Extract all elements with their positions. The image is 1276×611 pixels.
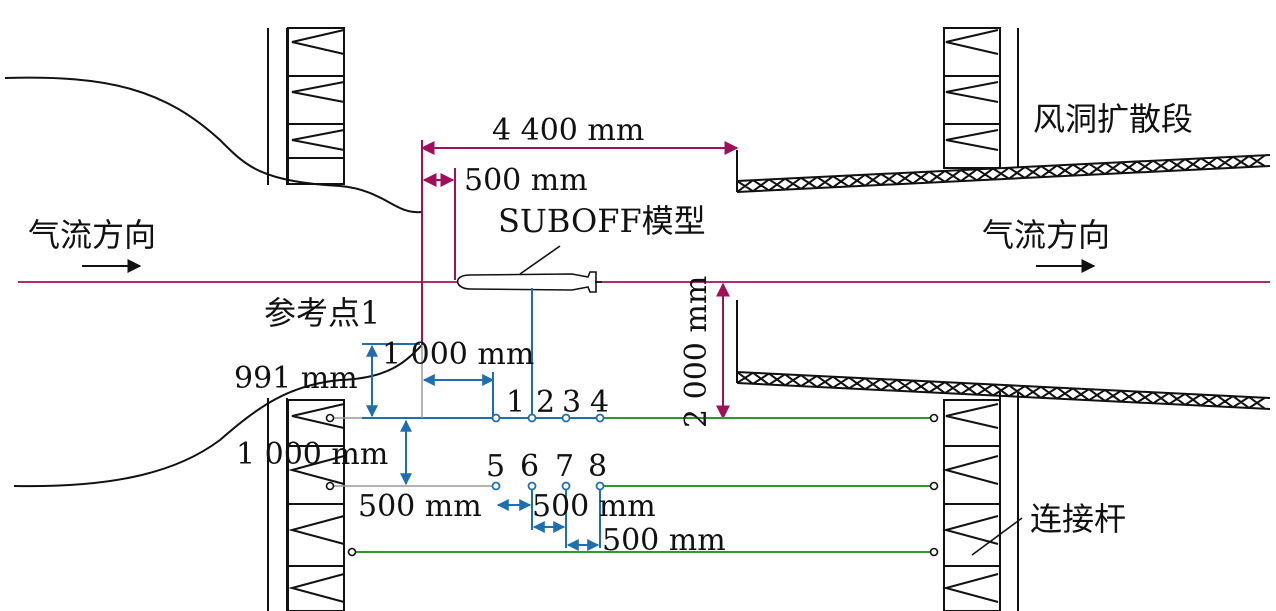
dim-height-2000: 2 000 mm (679, 276, 714, 428)
suboff-model (456, 245, 602, 293)
probe-label-4: 4 (590, 385, 609, 420)
probe-6 (527, 481, 537, 491)
left-upper-wall (267, 27, 345, 185)
lower-contraction-contour (13, 344, 423, 488)
dim-991: 991 mm (234, 361, 358, 396)
dim-offset-500: 500 mm (464, 163, 588, 198)
probe-label-5: 5 (486, 449, 505, 484)
probe-circles (491, 413, 605, 491)
lower-diffuser-truss (736, 371, 1271, 410)
probe-dimensions (362, 288, 601, 551)
gray-reference-lines (330, 345, 493, 487)
model-label: SUBOFF模型 (498, 202, 706, 240)
probe-8 (595, 481, 605, 491)
left-lower-wall (267, 398, 345, 611)
rod-leader (971, 517, 1023, 556)
probe-label-8: 8 (588, 449, 607, 484)
probe-7 (561, 481, 571, 491)
probe-label-3: 3 (562, 385, 581, 420)
rod-end-circles (325, 413, 939, 557)
dim-1000-vertical: 1 000 mm (236, 437, 388, 472)
contraction-contour (4, 76, 423, 214)
probe-2 (527, 413, 537, 423)
reference-point-label: 参考点1 (264, 294, 380, 332)
probe-label-1: 1 (506, 385, 525, 420)
probe-label-7: 7 (555, 449, 574, 484)
upper-diffuser-truss (736, 154, 1271, 193)
probe-3 (561, 413, 571, 423)
probe-label-6: 6 (520, 449, 539, 484)
probe-4 (595, 413, 605, 423)
flow-label-right: 气流方向 (982, 216, 1110, 254)
dim-spacing-1: 500 mm (358, 489, 482, 524)
probe-label-2: 2 (536, 385, 555, 420)
dim-1000-horizontal: 1 000 mm (382, 337, 534, 372)
connecting-rod-label: 连接杆 (1030, 500, 1126, 538)
right-upper-wall (943, 27, 1019, 169)
diffuser-label: 风洞扩散段 (1033, 100, 1193, 138)
probe-1 (491, 413, 501, 423)
right-lower-wall (942, 392, 1019, 611)
flow-label-left: 气流方向 (28, 216, 156, 254)
dim-spacing-2: 500 mm (532, 489, 656, 524)
dimension-lines (420, 140, 739, 420)
dim-total-length: 4 400 mm (492, 113, 644, 148)
probe-5 (491, 481, 501, 491)
dim-spacing-3: 500 mm (602, 523, 726, 558)
connecting-rods (352, 417, 934, 553)
